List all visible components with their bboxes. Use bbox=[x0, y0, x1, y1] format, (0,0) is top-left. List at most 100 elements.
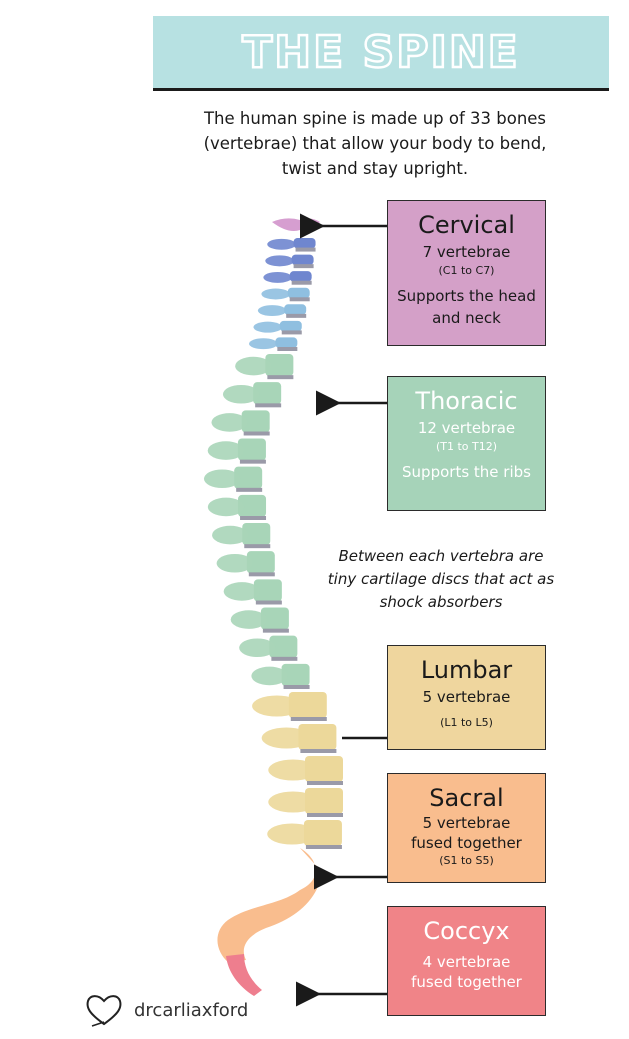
intervertebral-disc bbox=[293, 264, 314, 269]
vertebra-body bbox=[265, 354, 294, 377]
intervertebral-disc bbox=[239, 459, 266, 464]
vertebra-body bbox=[260, 607, 289, 630]
sacral-range: (S1 to S5) bbox=[439, 854, 494, 867]
coccyx-title: Coccyx bbox=[423, 917, 510, 945]
vertebra-body bbox=[305, 788, 343, 814]
intervertebral-disc bbox=[267, 375, 294, 380]
intervertebral-disc bbox=[307, 781, 343, 785]
vertebra-body bbox=[253, 579, 282, 602]
vertebra-body bbox=[281, 663, 310, 686]
intervertebral-disc bbox=[295, 247, 316, 252]
intervertebral-disc bbox=[291, 280, 312, 285]
lumbar-title: Lumbar bbox=[420, 656, 513, 684]
vertebra-body bbox=[291, 254, 314, 266]
intro-text: The human spine is made up of 33 bones (… bbox=[203, 109, 547, 178]
vertebrae-group bbox=[203, 238, 343, 849]
cervical-box: Cervical 7 vertebrae (C1 to C7) Supports… bbox=[387, 200, 546, 346]
vertebra-process bbox=[223, 582, 261, 601]
vertebra-process bbox=[249, 338, 278, 350]
coccyx-count: 4 vertebrae bbox=[422, 953, 511, 971]
vertebra-body bbox=[269, 635, 298, 658]
thoracic-box: Thoracic 12 vertebrae (T1 to T12) Suppor… bbox=[387, 376, 546, 511]
vertebra-body bbox=[275, 337, 298, 348]
vertebra-body bbox=[241, 410, 270, 433]
sacrum bbox=[217, 848, 322, 962]
vertebra-body bbox=[303, 820, 342, 846]
intervertebral-disc bbox=[286, 313, 307, 318]
sacral-count: 5 vertebrae bbox=[422, 814, 511, 832]
vertebra-process bbox=[257, 305, 287, 317]
vertebra-process bbox=[222, 384, 260, 404]
vertebra-body bbox=[279, 320, 302, 332]
intervertebral-disc bbox=[290, 717, 327, 721]
vertebra-process bbox=[203, 469, 241, 489]
intervertebral-disc bbox=[300, 749, 337, 753]
sacral-box: Sacral 5 vertebrae fused together (S1 to… bbox=[387, 773, 546, 883]
vertebra-body bbox=[288, 692, 327, 718]
vertebra-process bbox=[230, 610, 268, 629]
thoracic-title: Thoracic bbox=[415, 387, 518, 415]
vertebra-process bbox=[252, 695, 302, 717]
lumbar-box: Lumbar 5 vertebrae (L1 to L5) bbox=[387, 645, 546, 750]
vertebra-body bbox=[242, 523, 271, 546]
brand-signature: drcarliaxford bbox=[84, 990, 248, 1030]
vertebra-process bbox=[267, 823, 317, 845]
vertebra-process bbox=[239, 638, 276, 658]
title-banner: THE SPINE bbox=[153, 16, 609, 91]
vertebra-process bbox=[268, 791, 318, 813]
intervertebral-disc bbox=[277, 347, 298, 351]
vertebra-body bbox=[234, 466, 263, 489]
coccyx-desc: fused together bbox=[411, 973, 522, 991]
thoracic-range: (T1 to T12) bbox=[435, 440, 498, 453]
cervical-desc: Supports the head and neck bbox=[397, 287, 536, 327]
cervical-count: 7 vertebrae bbox=[422, 243, 511, 261]
intervertebral-disc bbox=[248, 572, 275, 577]
intervertebral-disc bbox=[305, 845, 342, 849]
brand-name: drcarliaxford bbox=[134, 999, 249, 1021]
vertebra-body bbox=[237, 438, 266, 461]
page-title: THE SPINE bbox=[241, 25, 520, 79]
vertebra-process bbox=[263, 271, 292, 283]
heart-icon bbox=[86, 995, 122, 1027]
vertebra-process bbox=[268, 759, 318, 781]
disc-note: Between each vertebra are tiny cartilage… bbox=[327, 547, 555, 611]
vertebra-process bbox=[265, 255, 294, 267]
vertebra-body bbox=[298, 724, 337, 750]
intervertebral-disc bbox=[255, 403, 282, 408]
coccyx-tail bbox=[226, 954, 262, 996]
vertebra-process bbox=[212, 525, 249, 545]
thoracic-count: 12 vertebrae bbox=[417, 419, 516, 437]
vertebra-process bbox=[251, 666, 288, 686]
vertebra-body bbox=[238, 494, 267, 517]
intervertebral-disc bbox=[236, 487, 263, 492]
thoracic-desc: Supports the ribs bbox=[402, 463, 531, 481]
intervertebral-disc bbox=[244, 544, 271, 549]
lumbar-range: (L1 to L5) bbox=[440, 716, 493, 729]
cervical-title: Cervical bbox=[418, 211, 515, 239]
coccyx-box: Coccyx 4 vertebrae fused together bbox=[387, 906, 546, 1016]
lumbar-count: 5 vertebrae bbox=[422, 688, 511, 706]
vertebra-process bbox=[207, 497, 245, 517]
vertebra-process bbox=[216, 553, 254, 573]
vertebra-process bbox=[253, 321, 283, 333]
vertebra-body bbox=[246, 551, 275, 574]
sacral-title: Sacral bbox=[429, 784, 504, 812]
vertebra-body bbox=[289, 271, 312, 282]
cervical-range: (C1 to C7) bbox=[438, 264, 495, 277]
vertebra-process bbox=[235, 356, 272, 376]
vertebra-process bbox=[207, 441, 245, 460]
vertebra-process bbox=[211, 413, 248, 432]
intervertebral-disc bbox=[281, 330, 302, 335]
vertebra-process bbox=[261, 727, 312, 749]
vertebra-body bbox=[305, 756, 343, 782]
intervertebral-disc bbox=[255, 600, 282, 605]
intervertebral-disc bbox=[243, 431, 270, 436]
vertebra-process bbox=[261, 288, 291, 300]
intervertebral-disc bbox=[283, 685, 310, 689]
sacral-desc: fused together bbox=[411, 834, 522, 852]
intervertebral-disc bbox=[240, 516, 267, 520]
intervertebral-disc bbox=[271, 656, 298, 661]
atlas-vertebra bbox=[272, 218, 320, 231]
vertebra-body bbox=[253, 382, 282, 405]
